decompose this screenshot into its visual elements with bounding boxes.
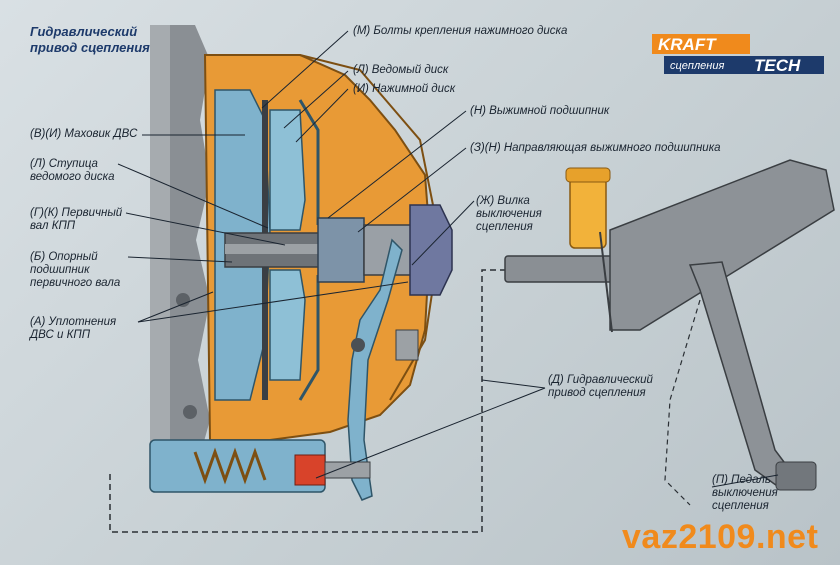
leader-line xyxy=(315,387,546,479)
label-b-line-1: (Б) Опорный xyxy=(30,251,98,263)
logo-sub-text: сцепления xyxy=(670,60,724,72)
label-p-line-1: (П) Педаль xyxy=(712,474,771,486)
label-a-line-1: (А) Уплотнения xyxy=(30,316,117,328)
engine-block-edge xyxy=(150,25,170,470)
pressure-plate-lower xyxy=(269,269,306,381)
label-vi: (В)(И) Маховик ДВС xyxy=(30,128,138,140)
leader-line xyxy=(357,147,467,233)
pedal-pad xyxy=(775,461,817,491)
engine-bolt xyxy=(176,293,190,307)
label-l: (Л) Ведомый диск xyxy=(353,64,449,76)
label-gk: (Г)(К) Первичный вал КПП xyxy=(30,207,122,233)
label-p-line-2: выключения xyxy=(712,487,778,499)
leader-line xyxy=(137,281,409,323)
label-zh-line-3: сцепления xyxy=(476,221,533,233)
leader-line xyxy=(411,200,475,266)
logo-tech-plate xyxy=(664,56,824,74)
label-d-line-2: привод сцепления xyxy=(548,387,646,399)
hydraulic-line xyxy=(109,269,505,533)
release-fork xyxy=(347,238,403,501)
fork-pivot xyxy=(351,338,365,352)
housing-outline xyxy=(299,54,442,401)
label-p-line-3: сцепления xyxy=(712,500,769,512)
label-d-line-1: (Д) Гидравлический xyxy=(548,374,653,386)
pressure-plate-upper xyxy=(269,109,306,231)
engine-bolt xyxy=(183,405,197,419)
label-a-line-2: ДВС и КПП xyxy=(30,329,91,341)
label-b: (Б) Опорный подшипник первичного вала xyxy=(30,251,120,290)
title-line-1: Гидравлический xyxy=(30,24,138,39)
pedal-bracket xyxy=(609,159,835,331)
logo-kraft-plate xyxy=(652,34,750,54)
diaphragm-spring-upper xyxy=(298,99,320,225)
label-zh-line-1: (Ж) Вилка xyxy=(476,195,530,207)
reservoir-cap xyxy=(565,167,611,183)
title-line-2: привод сцепления xyxy=(30,40,150,55)
label-gk-line-2: вал КПП xyxy=(30,220,76,232)
leader-line xyxy=(127,256,233,263)
diaphragm-spring-lower xyxy=(298,275,320,401)
label-l-hub: (Л) Ступица ведомого диска xyxy=(30,158,115,184)
bracket-edge xyxy=(599,231,613,333)
slave-piston-seal xyxy=(294,454,326,486)
label-i: (И) Нажимной диск xyxy=(353,83,456,95)
label-gk-line-1: (Г)(К) Первичный xyxy=(30,207,123,219)
slave-pushrod xyxy=(324,461,371,479)
leader-line xyxy=(125,212,286,246)
label-d: (Д) Гидравлический привод сцепления xyxy=(548,374,653,400)
label-zh-line-2: выключения xyxy=(476,208,542,220)
label-a: (А) Уплотнения ДВС и КПП xyxy=(30,316,116,342)
label-b-line-2: подшипник xyxy=(30,264,90,276)
leader-line xyxy=(481,379,546,389)
leader-lines xyxy=(117,30,779,488)
label-n: (Н) Выжимной подшипник xyxy=(470,105,610,117)
kraft-tech-logo: KRAFT сцепления TECH xyxy=(652,34,824,75)
release-bearing xyxy=(317,217,365,283)
logo-kraft-text: KRAFT xyxy=(658,35,717,54)
label-m: (М) Болты крепления нажимного диска xyxy=(353,25,568,37)
label-zn: (З)(Н) Направляющая выжимного подшипника xyxy=(470,142,721,154)
leader-line xyxy=(327,110,467,219)
leader-line xyxy=(283,70,349,129)
clutch-pedal xyxy=(688,261,813,489)
leader-line xyxy=(137,291,214,323)
leader-line xyxy=(117,163,269,229)
logo-tech-text: TECH xyxy=(754,56,801,75)
leader-line xyxy=(295,88,349,143)
leader-line xyxy=(711,474,779,488)
gearbox-flange xyxy=(409,204,453,296)
slave-spring xyxy=(193,447,267,485)
pedal-pressed-outline xyxy=(664,299,701,506)
diagram-title: Гидравлический привод сцепления xyxy=(30,24,150,56)
leader-line xyxy=(261,30,349,109)
watermark: vaz2109.net xyxy=(622,518,819,556)
fork-mount xyxy=(395,329,419,361)
label-l-hub-line-2: ведомого диска xyxy=(30,171,115,183)
label-l-hub-line-1: (Л) Ступица xyxy=(30,158,98,170)
label-zh: (Ж) Вилка выключения сцепления xyxy=(476,195,542,234)
label-b-line-3: первичного вала xyxy=(30,277,121,289)
label-p: (П) Педаль выключения сцепления xyxy=(712,474,778,513)
